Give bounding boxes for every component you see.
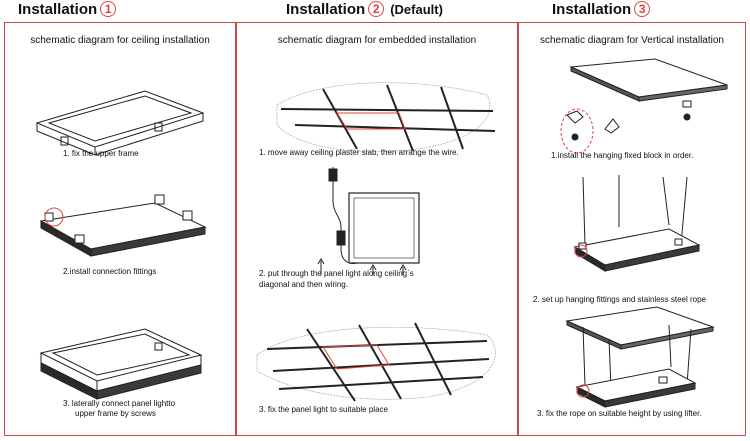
- header-number-badge: 1: [100, 1, 117, 17]
- step-caption: diagonal and then wiring.: [259, 280, 348, 289]
- wiring-panel-illustration: [317, 167, 420, 275]
- step-caption: 1. fix the upper frame: [63, 149, 139, 158]
- step-caption: 1. move away ceiling plaster slab, then …: [259, 148, 459, 157]
- panel-vertical-installation: schematic diagram for Vertical installat…: [518, 22, 746, 436]
- step-caption: 3. fix the panel light to suitable place: [259, 405, 388, 414]
- connection-fittings-illustration: [39, 194, 207, 257]
- header-label: Installation: [552, 1, 632, 18]
- header-label: Installation: [286, 1, 366, 18]
- step-caption: 1.install the hanging fixed block in ord…: [551, 151, 694, 160]
- upper-frame-illustration: [35, 90, 205, 156]
- step-caption: upper frame by screws: [75, 409, 156, 418]
- lifter-adjust-illustration: [565, 306, 715, 408]
- panel-title: schematic diagram for ceiling installati…: [30, 35, 210, 46]
- panel-embedded-installation: schematic diagram for embedded installat…: [236, 22, 518, 436]
- header-default-tag: (Default): [390, 2, 443, 17]
- step-caption: 2. set up hanging fittings and stainless…: [533, 295, 706, 304]
- header-label: Installation: [18, 1, 98, 18]
- header-number-badge: 3: [634, 1, 651, 17]
- panel-title: schematic diagram for Vertical installat…: [540, 35, 724, 46]
- panel-ceiling-installation: schematic diagram for ceiling installati…: [4, 22, 236, 436]
- step-caption: 2. put through the panel light along cei…: [259, 269, 414, 278]
- panel-to-frame-illustration: [39, 328, 203, 400]
- panel-title: schematic diagram for embedded installat…: [277, 35, 477, 46]
- step-caption: 2.install connection fittings: [63, 267, 157, 276]
- ceiling-grid-illustration: [276, 82, 496, 152]
- panel-placement-illustration: [256, 322, 496, 402]
- step-caption: 3. laterally connect panel lightto: [63, 399, 176, 408]
- hanging-rope-illustration: [573, 175, 701, 272]
- header-number-badge: 2: [368, 1, 385, 17]
- hanging-block-illustration: [560, 58, 728, 154]
- step-caption: 3. fix the rope on suitable height by us…: [537, 409, 702, 418]
